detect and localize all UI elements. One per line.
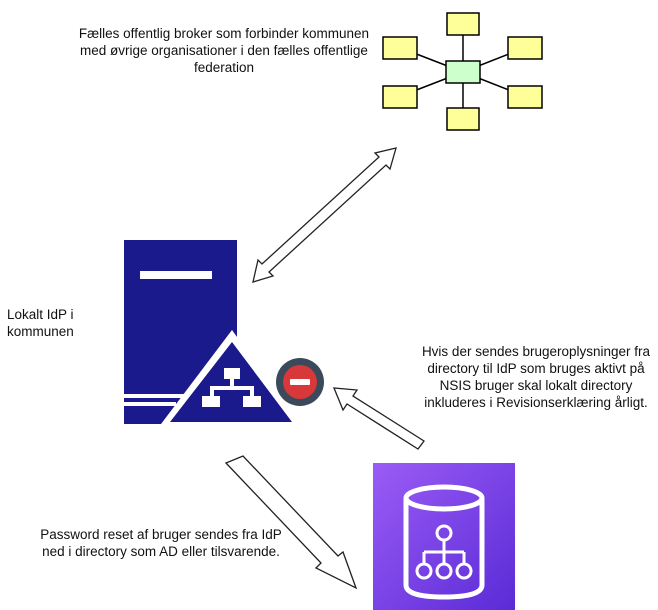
arrow-idp-to-directory	[224, 455, 358, 590]
directory-database-icon	[373, 463, 515, 610]
broker-description: Fælles offentlig broker som forbinder ko…	[78, 26, 370, 75]
server-network-icon	[124, 240, 303, 428]
arrow-directory-to-idp	[332, 387, 425, 450]
directory-note: Hvis der sendes brugeroplysninger fra di…	[421, 344, 651, 410]
local-idp-label: Lokalt IdP i kommunen	[7, 307, 74, 339]
double-arrow-broker-idp	[252, 147, 397, 283]
no-entry-icon	[276, 358, 324, 406]
password-reset-note: Password reset af bruger sendes fra IdP …	[40, 527, 282, 559]
hub-network-icon	[382, 12, 543, 131]
